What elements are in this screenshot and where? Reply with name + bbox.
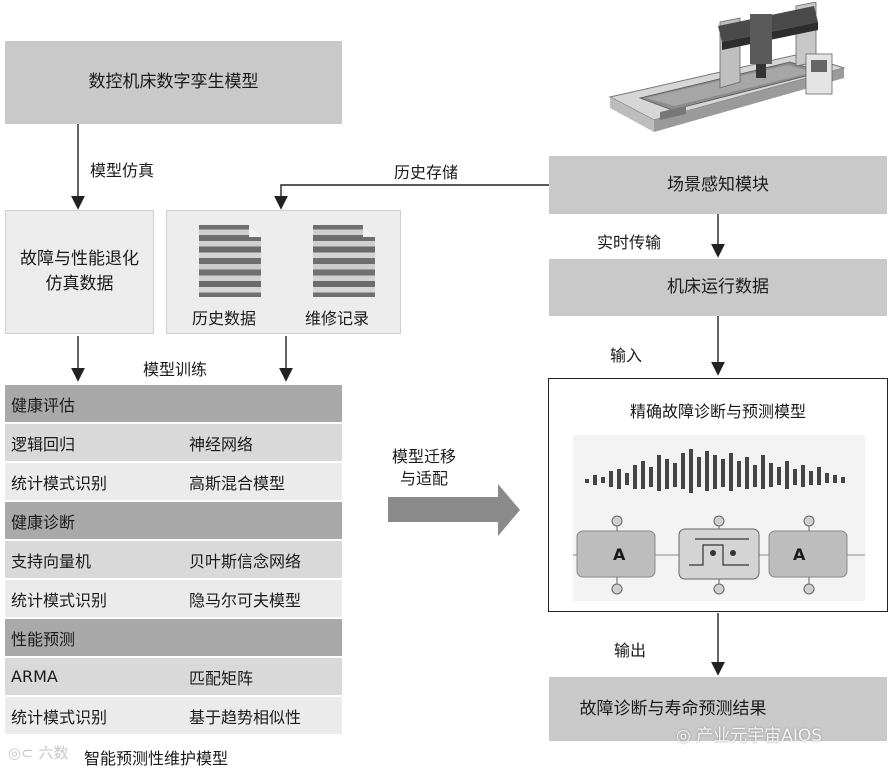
transfer-arrow — [388, 484, 520, 536]
table-cell: ARMA — [11, 667, 58, 686]
table-row: 统计模式识别 高斯混合模型 — [5, 463, 342, 502]
scene-module-label: 场景感知模块 — [667, 174, 769, 195]
table-cell: 高斯混合模型 — [189, 473, 286, 493]
model-box: 精确故障诊断与预测模型 — [548, 378, 888, 612]
machine-data-box: 机床运行数据 — [549, 259, 887, 316]
watermark: ◎ 产业元宇宙AIOS — [676, 726, 823, 746]
twin-model-label: 数控机床数字孪生模型 — [88, 72, 259, 93]
arrow-history-store — [274, 184, 549, 210]
history-data-label: 历史数据 — [192, 309, 257, 328]
cell-a-right: A — [793, 545, 806, 564]
table-cell: 贝叶斯信念网络 — [189, 551, 302, 571]
cell-a-left: A — [613, 545, 626, 564]
history-box: 历史数据 维修记录 — [166, 210, 401, 334]
machine-data-label: 机床运行数据 — [667, 277, 769, 298]
section-header: 健康评估 — [5, 385, 342, 424]
output-label: 输出 — [614, 641, 647, 660]
fault-sim-label: 故障与性能退化仿真数据 — [20, 249, 139, 294]
table-row: ARMA 匹配矩阵 — [5, 658, 342, 697]
table-cell: 统计模式识别 — [11, 473, 108, 493]
section-header: 性能预测 — [5, 619, 342, 658]
table-cell: 隐马尔可夫模型 — [189, 590, 302, 610]
table-cell: 统计模式识别 — [11, 590, 108, 610]
scene-module-box: 场景感知模块 — [549, 156, 887, 214]
train-label: 模型训练 — [143, 360, 208, 379]
wechat-icon: ◎ — [676, 726, 691, 746]
table-cell: 支持向量机 — [11, 551, 92, 571]
section-header: 健康诊断 — [5, 502, 342, 541]
watermark-left-icon: ◎⊂ — [8, 744, 34, 762]
transfer-label-2: 与适配 — [400, 469, 449, 488]
table-cell: 逻辑回归 — [11, 434, 76, 454]
transfer-label-1: 模型迁移 — [392, 447, 457, 466]
table-row: 统计模式识别 基于趋势相似性 — [5, 697, 342, 736]
result-label: 故障诊断与寿命预测结果 — [579, 698, 767, 719]
watermark-left: ◎⊂ 六数 — [8, 744, 69, 762]
model-title: 精确故障诊断与预测模型 — [629, 402, 806, 421]
repair-records-label: 维修记录 — [305, 309, 370, 328]
table-cell: 匹配矩阵 — [189, 668, 254, 688]
bottom-title: 智能预测性维护模型 — [84, 749, 229, 768]
history-doc-icon — [199, 225, 261, 297]
table-row: 逻辑回归 神经网络 — [5, 424, 342, 463]
input-label: 输入 — [610, 346, 643, 365]
lstm-figure — [573, 435, 865, 601]
fault-sim-box: 故障与性能退化仿真数据 — [5, 210, 154, 334]
table-row: 支持向量机 贝叶斯信念网络 — [5, 541, 342, 580]
sim-label: 模型仿真 — [90, 161, 155, 180]
realtime-label: 实时传输 — [597, 233, 662, 252]
result-box: 故障诊断与寿命预测结果 — [549, 677, 887, 741]
history-store-label: 历史存储 — [394, 163, 459, 182]
table-cell: 基于趋势相似性 — [189, 707, 302, 727]
table-cell: 神经网络 — [189, 434, 254, 454]
twin-model-box: 数控机床数字孪生模型 — [5, 41, 342, 124]
model-table: 健康评估 逻辑回归 神经网络 统计模式识别 高斯混合模型 健康诊断 支持向量机 … — [5, 385, 342, 736]
table-row: 统计模式识别 隐马尔可夫模型 — [5, 580, 342, 619]
table-cell: 统计模式识别 — [11, 707, 108, 727]
cnc-machine-image — [608, 2, 846, 132]
repair-doc-icon — [313, 225, 375, 297]
